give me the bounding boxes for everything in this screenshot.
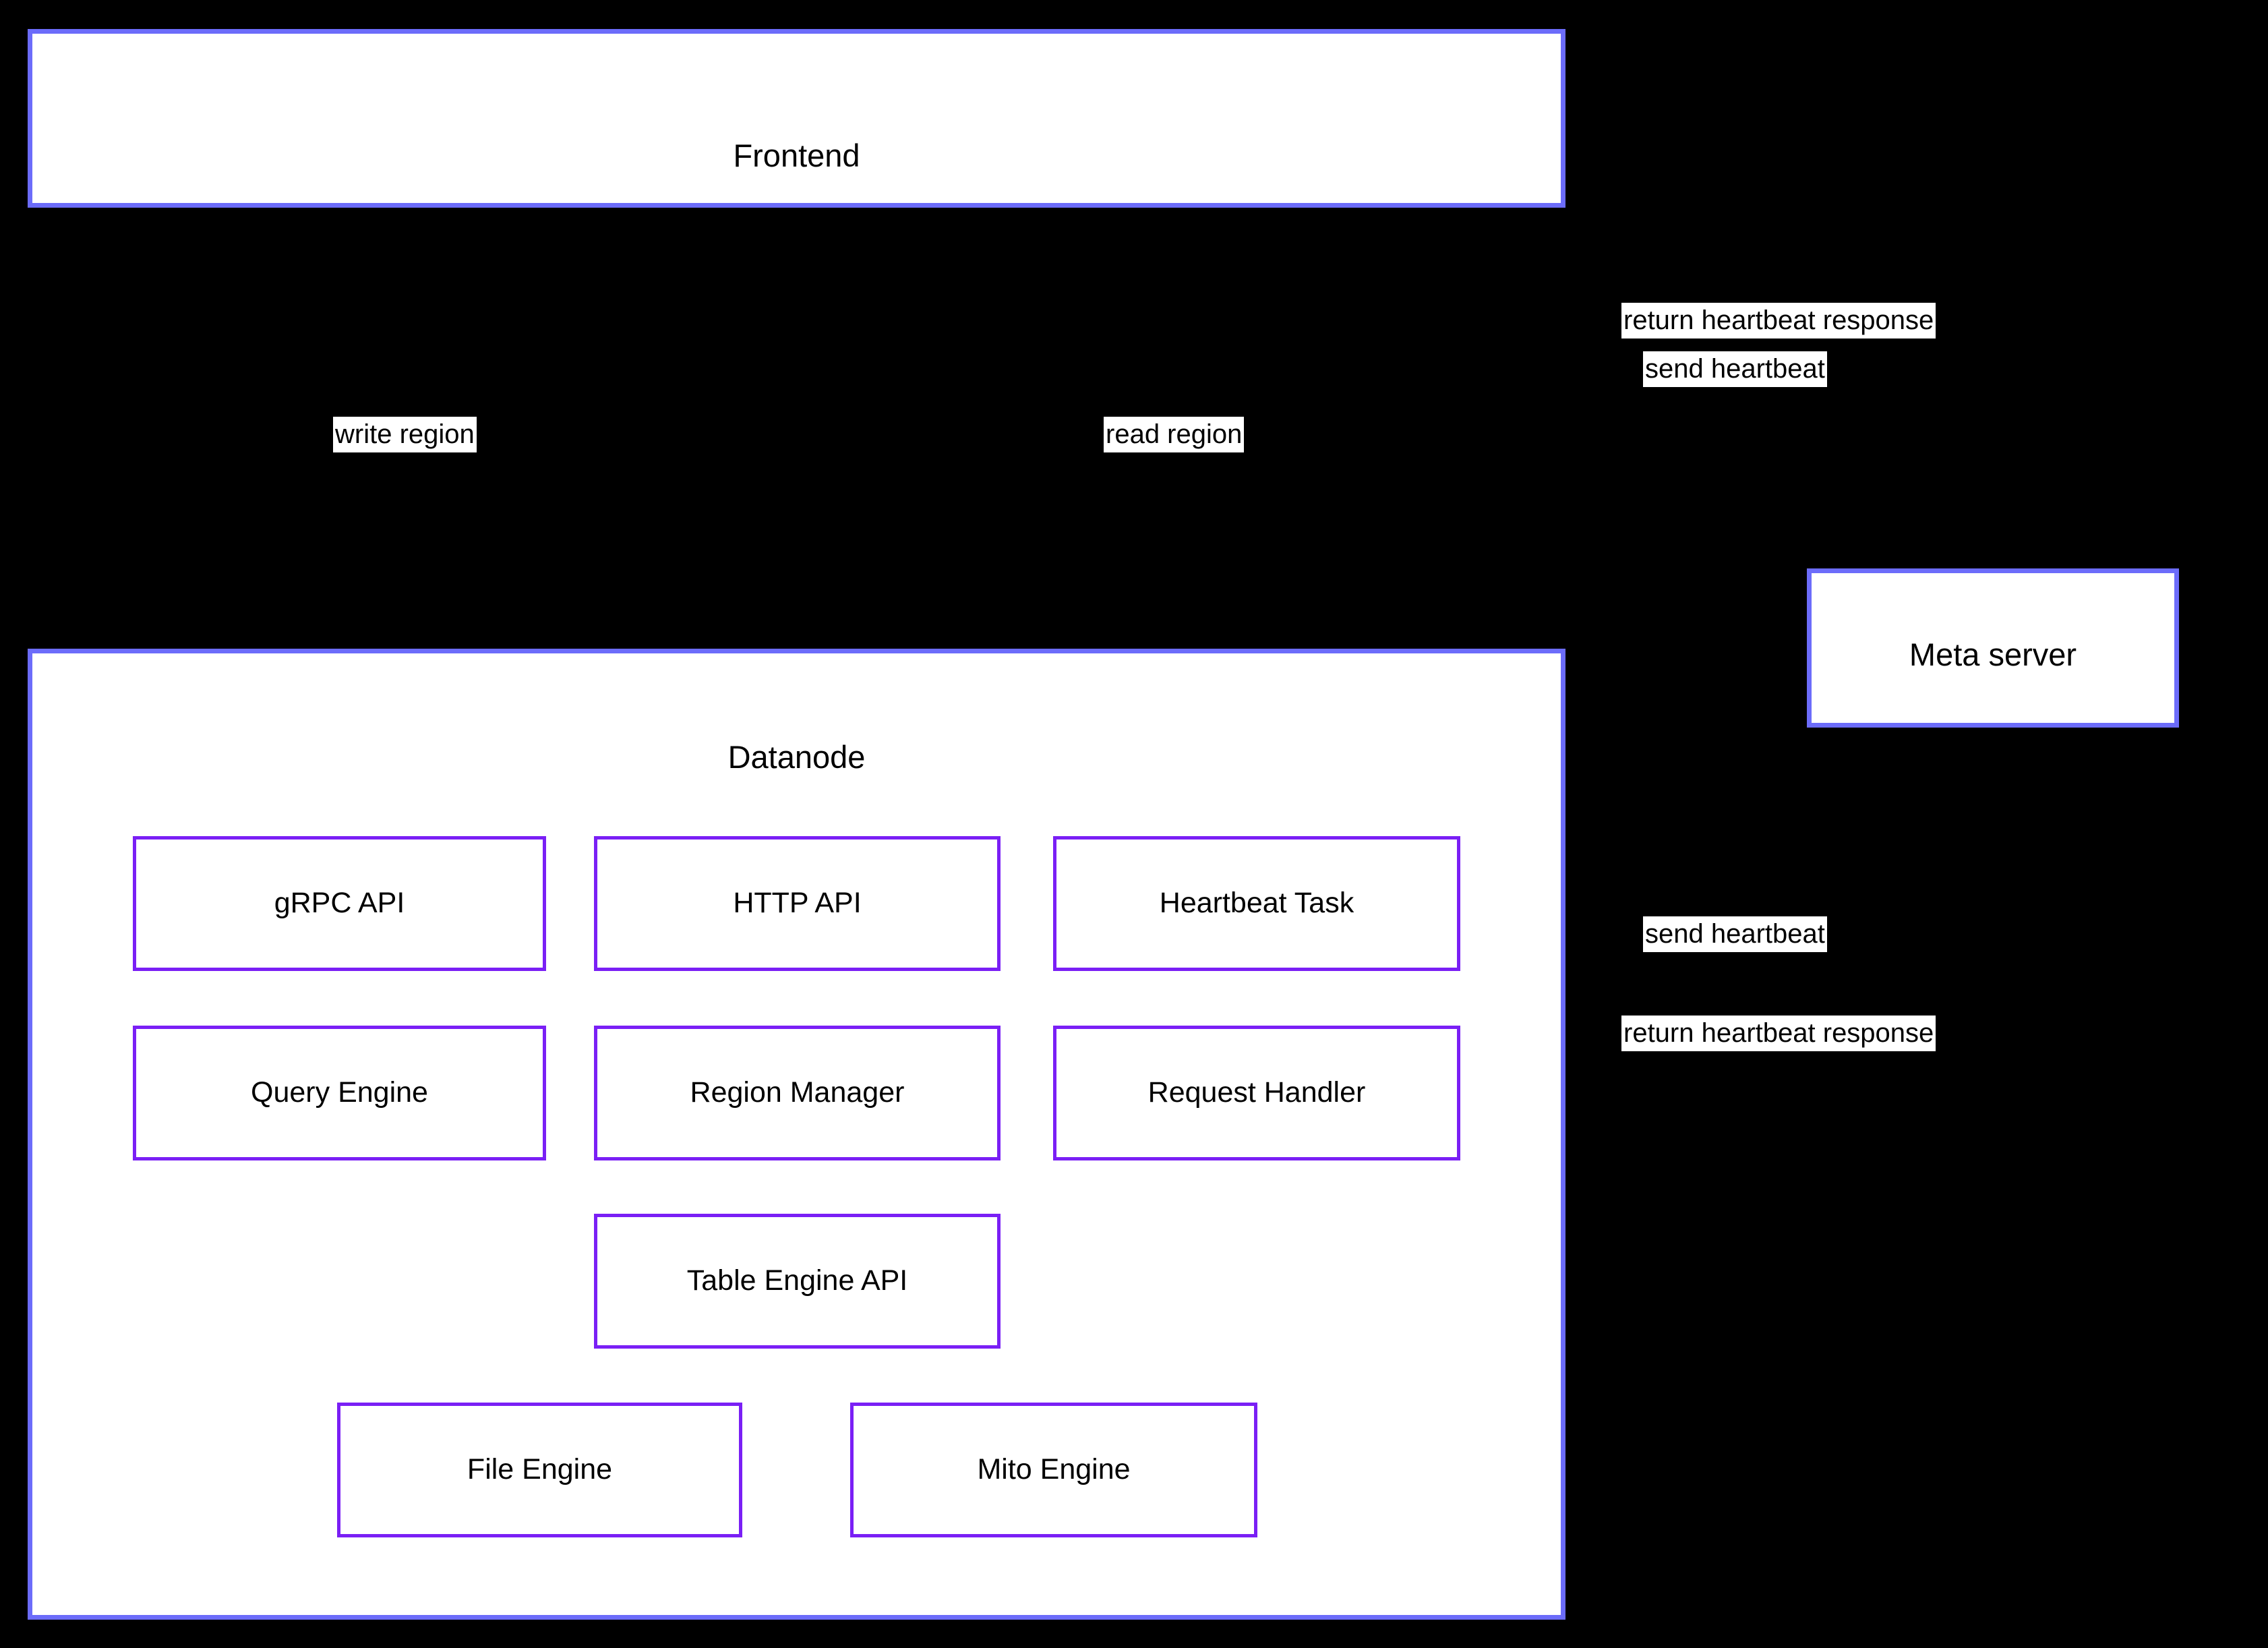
component-grpc-api-label: gRPC API [274,887,405,920]
component-query-engine[interactable]: Query Engine [133,1026,546,1160]
component-http-api-label: HTTP API [733,887,862,920]
edge-label-datanode-return-heartbeat-response: return heartbeat response [1621,1016,1936,1051]
component-table-engine-api-label: Table Engine API [686,1264,908,1297]
edge-label-meta-return-heartbeat-response: return heartbeat response [1621,303,1936,339]
edge-label-write-region: write region [333,417,477,452]
component-table-engine-api[interactable]: Table Engine API [594,1214,1001,1349]
node-frontend[interactable]: Frontend [28,29,1565,208]
node-meta-server[interactable]: Meta server [1807,568,2179,728]
component-heartbeat-task[interactable]: Heartbeat Task [1053,836,1460,971]
edge-label-read-region: read region [1104,417,1245,452]
edge-label-meta-send-heartbeat: send heartbeat [1643,351,1827,387]
edge-frontend-to-meta [1565,376,1822,568]
component-heartbeat-task-label: Heartbeat Task [1159,887,1354,920]
component-grpc-api[interactable]: gRPC API [133,836,546,971]
component-query-engine-label: Query Engine [251,1076,428,1109]
component-region-manager-label: Region Manager [690,1076,905,1109]
arrowhead-left-meta-response [1557,317,1574,333]
component-mito-engine[interactable]: Mito Engine [850,1403,1257,1537]
component-request-handler[interactable]: Request Handler [1053,1026,1460,1160]
node-meta-server-label: Meta server [1909,637,2077,672]
node-datanode-label: Datanode [727,739,866,775]
component-region-manager[interactable]: Region Manager [594,1026,1001,1160]
component-file-engine[interactable]: File Engine [337,1403,742,1537]
edge-label-datanode-send-heartbeat: send heartbeat [1643,916,1827,952]
component-file-engine-label: File Engine [467,1453,613,1486]
component-http-api[interactable]: HTTP API [594,836,1001,971]
component-request-handler-label: Request Handler [1147,1076,1366,1109]
node-frontend-label: Frontend [733,138,860,173]
component-mito-engine-label: Mito Engine [977,1453,1131,1486]
